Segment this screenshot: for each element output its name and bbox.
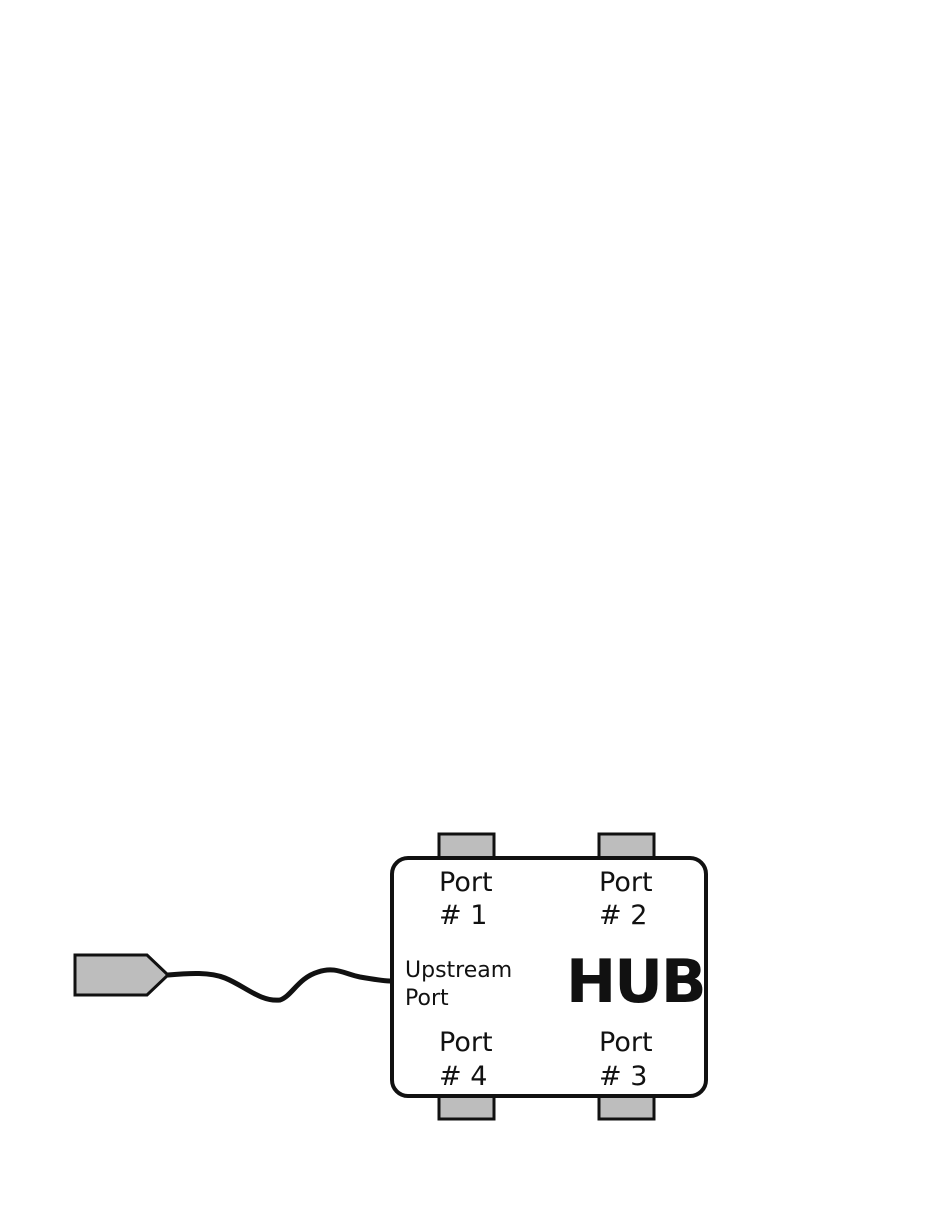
- port-2-label-line1: Port: [599, 867, 653, 898]
- port-2-label-line2: # 2: [599, 900, 647, 931]
- upstream-port-label-line1: Upstream: [405, 958, 512, 983]
- upstream-port-label-line2: Port: [405, 986, 449, 1011]
- hub-label: HUB: [566, 947, 705, 1017]
- port-1-label-line2: # 1: [439, 900, 487, 931]
- port-4-label-line2: # 4: [439, 1061, 487, 1092]
- usb-plug-icon: [75, 955, 168, 995]
- usb-cable: [168, 970, 392, 1000]
- port-1-label-line1: Port: [439, 867, 493, 898]
- port-3-label-line2: # 3: [599, 1061, 647, 1092]
- port-4-label-line1: Port: [439, 1027, 493, 1058]
- port-3-label-line1: Port: [599, 1027, 653, 1058]
